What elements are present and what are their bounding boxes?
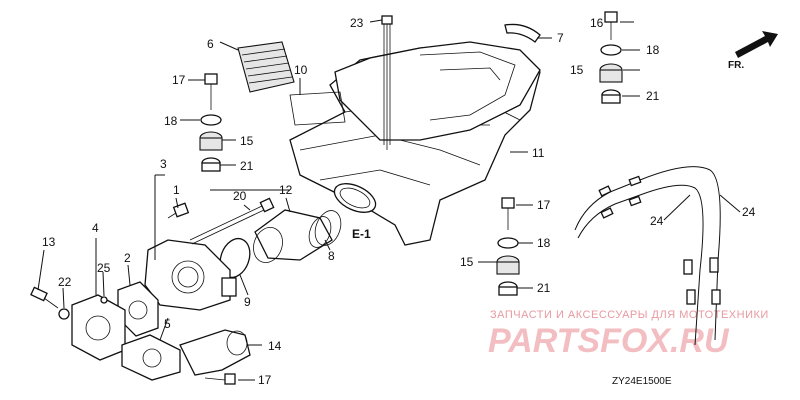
lower-mount-stack	[496, 197, 520, 296]
callout-9: 9	[244, 295, 251, 309]
watermark-caption: ЗАПЧАСТИ И АКСЕССУАРЫ ДЛЯ МОТОТЕХНИКИ	[490, 309, 769, 321]
ref-marker-e1: E-1	[352, 227, 371, 241]
diagram-code: ZY24E1500E	[612, 376, 672, 387]
callout-22-right: 21	[646, 89, 660, 103]
intake-duct	[333, 183, 377, 213]
callout-15-lower: 15	[460, 255, 474, 269]
front-label: FR.	[728, 60, 744, 71]
callout-10: 10	[294, 63, 308, 77]
callout-2: 2	[124, 251, 131, 265]
temp-sensor	[30, 286, 70, 320]
bolt-19-icon	[189, 197, 275, 245]
right-mount-stack	[599, 11, 623, 104]
callout-14: 14	[268, 339, 282, 353]
gasket-5	[121, 334, 181, 381]
callout-8: 8	[328, 249, 335, 263]
throttle-cables	[574, 166, 721, 346]
callout-6: 6	[207, 37, 214, 51]
callout-4: 4	[92, 221, 99, 235]
leader-lines	[37, 19, 741, 381]
left-mount-stack	[199, 73, 223, 172]
breather-hose	[504, 23, 541, 43]
front-direction-arrow-icon: FR.	[728, 31, 778, 71]
callout-18-lower: 17	[537, 198, 551, 212]
callout-24-left: 24	[650, 214, 664, 228]
callout-25: 25	[97, 261, 111, 275]
callout-20-left: 18	[164, 114, 178, 128]
callout-24-right: 24	[742, 205, 756, 219]
callout-12: 12	[279, 183, 293, 197]
callout-18-left: 17	[172, 73, 186, 87]
intake-boot	[253, 209, 342, 263]
callout-15-left: 15	[240, 134, 254, 148]
insulator	[71, 294, 126, 361]
callout-1: 1	[173, 183, 180, 197]
callout-16: 16	[590, 16, 604, 30]
callout-22-lower: 21	[537, 281, 551, 295]
throttle-body	[144, 239, 237, 311]
callout-labels: 23 6 10 7 16 18 15 21 17 18 15 21 11 17 …	[42, 16, 756, 387]
callout-19: 20	[233, 189, 247, 203]
air-cleaner-cover	[289, 41, 541, 141]
callout-20-lower: 18	[537, 236, 551, 250]
callout-17: 17	[258, 373, 272, 387]
callout-23: 23	[350, 16, 364, 30]
callout-15-right: 15	[570, 63, 584, 77]
callout-11: 11	[532, 146, 545, 160]
sensor-screw-icon	[167, 202, 190, 219]
callout-3: 3	[160, 157, 167, 171]
callout-20-right: 18	[646, 43, 660, 57]
filter-element	[237, 41, 295, 93]
callout-5: 5	[164, 317, 171, 331]
callout-13: 13	[42, 235, 56, 249]
callout-7: 7	[557, 31, 564, 45]
callout-21: 22	[58, 275, 72, 289]
watermark-logo: PARTSFOX.RU	[488, 322, 730, 360]
bolt-17-icon	[204, 373, 236, 385]
callout-22-left: 21	[240, 159, 254, 173]
intake-pipe	[179, 329, 251, 376]
